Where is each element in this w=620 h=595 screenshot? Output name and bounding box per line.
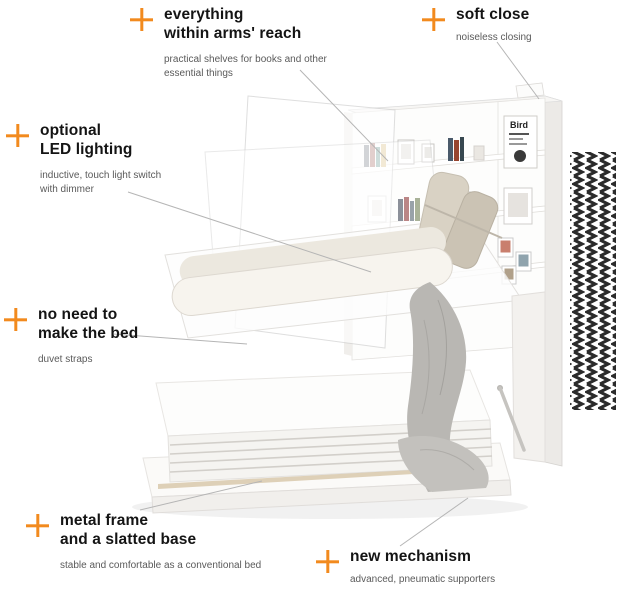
zigzag-wall-art: [570, 152, 616, 410]
plus-icon: [4, 308, 27, 331]
desc-line: inductive, touch light switch: [40, 169, 162, 181]
title-line: everything: [164, 6, 244, 23]
desc-line: essential things: [164, 68, 233, 79]
mechanism: [497, 291, 546, 463]
bird-poster: Bird: [503, 115, 538, 169]
desc-line: practical shelves for books and other: [164, 53, 327, 65]
callout-desc: stable and comfortable as a conventional…: [60, 559, 261, 573]
title-line: make the bed: [38, 324, 139, 342]
callout-desc: duvet straps: [38, 353, 138, 367]
callout-desc: inductive, touch light switch with dimme…: [40, 169, 161, 197]
plus-icon: [130, 8, 153, 31]
mid-fold-bed: [171, 171, 503, 317]
title-line: LED lighting: [40, 140, 133, 158]
plus-icon: [316, 550, 339, 573]
title-line: metal frame: [60, 512, 149, 529]
desc-line: with dimmer: [40, 184, 94, 195]
callout-new-mechanism: new mechanism advanced, pneumatic suppor…: [316, 548, 495, 587]
desc-line: noiseless closing: [456, 31, 532, 43]
callout-desc: advanced, pneumatic supporters: [350, 573, 495, 587]
connector-lines: [112, 41, 540, 547]
callout-desc: noiseless closing: [456, 31, 532, 45]
callout-title: new mechanism: [350, 548, 495, 567]
plus-icon: [6, 124, 29, 147]
blanket: [398, 282, 489, 492]
title-line: no need to: [38, 306, 118, 323]
title-line: soft close: [456, 6, 530, 23]
callout-title: soft close: [456, 6, 532, 25]
callout-metal-frame: metal frame and a slatted base stable an…: [26, 512, 261, 573]
plus-icon: [422, 8, 445, 31]
desc-line: stable and comfortable as a conventional…: [60, 559, 262, 571]
callout-desc: practical shelves for books and other es…: [164, 53, 327, 81]
callout-led-lighting: optional LED lighting inductive, touch l…: [6, 122, 161, 197]
callout-title: metal frame and a slatted base: [60, 512, 261, 550]
callout-everything-within-arms-reach: everything within arms' reach practical …: [130, 6, 327, 81]
callout-title: everything within arms' reach: [164, 6, 327, 44]
title-line: within arms' reach: [164, 24, 302, 42]
desc-line: duvet straps: [38, 353, 93, 365]
title-line: new mechanism: [350, 548, 472, 565]
callout-title: optional LED lighting: [40, 122, 161, 160]
callout-no-need-to-make-bed: no need to make the bed duvet straps: [4, 306, 138, 367]
callout-title: no need to make the bed: [38, 306, 138, 344]
bed-base: [132, 369, 528, 519]
callout-soft-close: soft close noiseless closing: [422, 6, 532, 45]
title-line: optional: [40, 122, 102, 139]
desc-line: advanced, pneumatic supporters: [350, 573, 496, 585]
title-line: and a slatted base: [60, 530, 197, 548]
plus-icon: [26, 514, 49, 537]
poster-text: Bird: [510, 120, 528, 130]
